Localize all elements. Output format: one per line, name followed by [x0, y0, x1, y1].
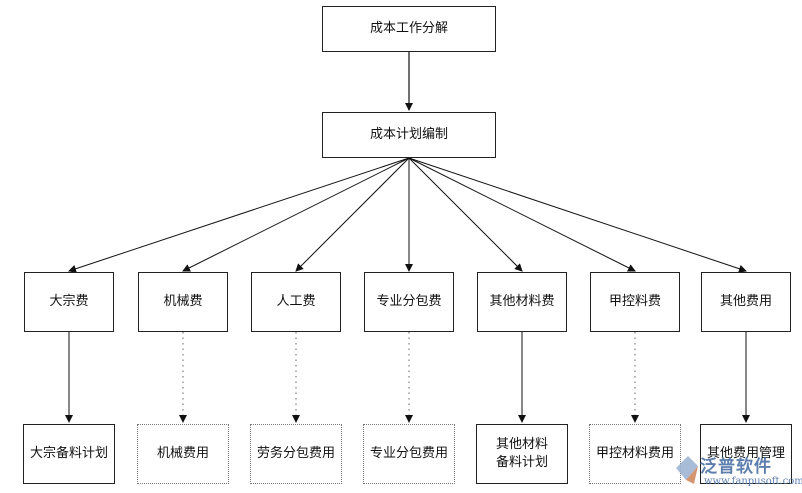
cost-breakdown-label: 成本工作分解: [369, 21, 448, 36]
target-box: 专业分包费用: [363, 424, 455, 484]
target-label: 劳务分包费用: [256, 446, 335, 461]
category-label: 专业分包费: [376, 294, 442, 309]
watermark-brand: 泛普软件: [700, 457, 772, 477]
target-label: 甲控材料费用: [595, 446, 674, 461]
target-box: 其他材料 备料计划: [476, 424, 568, 484]
category-box: 人工费: [251, 272, 341, 332]
category-label: 其他材料费: [489, 294, 555, 309]
category-label: 其他费用: [719, 294, 772, 309]
target-box: 甲控材料费用: [589, 424, 681, 484]
fan-arrows: [68, 157, 747, 273]
fan-arrow-6: [408, 157, 747, 273]
cost-breakdown-box: 成本工作分解: [322, 6, 496, 52]
category-label: 机械费: [163, 294, 203, 309]
drop-arrows: [65, 332, 750, 423]
category-label: 人工费: [276, 294, 316, 309]
target-box: 机械费用: [137, 424, 229, 484]
fan-arrow-2: [295, 157, 410, 272]
category-label: 甲控料费: [608, 294, 661, 309]
target-label: 其他材料 备料计划: [495, 437, 548, 470]
cost-plan-label: 成本计划编制: [369, 127, 448, 142]
watermark-url: www.fanpusoft.com: [704, 476, 802, 487]
category-box: 专业分包费: [364, 272, 454, 332]
category-label: 大宗费: [49, 294, 89, 309]
target-box: 劳务分包费用: [250, 424, 342, 484]
target-box: 大宗备料计划: [23, 424, 115, 484]
category-box: 其他材料费: [477, 272, 567, 332]
target-label: 大宗备料计划: [29, 446, 108, 461]
category-box: 其他费用: [701, 272, 791, 332]
fan-arrow-5: [408, 157, 636, 272]
target-box: 其他费用管理: [700, 424, 792, 484]
category-box: 甲控料费: [590, 272, 680, 332]
fanpu-logo-icon: [676, 456, 698, 484]
fan-arrow-0: [68, 157, 410, 273]
category-box: 大宗费: [24, 272, 114, 332]
cost-plan-box: 成本计划编制: [322, 112, 496, 158]
fan-arrow-1: [182, 157, 410, 272]
target-label: 专业分包费用: [369, 446, 448, 461]
target-label: 其他费用管理: [706, 446, 785, 461]
fan-arrow-4: [408, 157, 523, 272]
target-label: 机械费用: [156, 446, 209, 461]
category-box: 机械费: [138, 272, 228, 332]
